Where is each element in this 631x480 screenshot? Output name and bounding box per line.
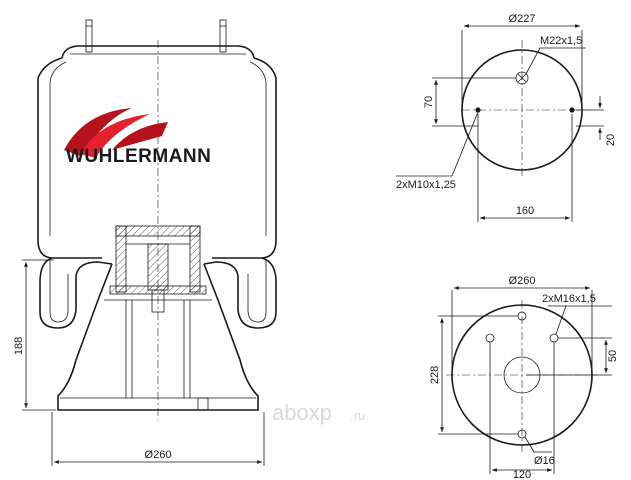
side-view: 188 Ø260 bbox=[13, 19, 277, 466]
hole-diameter-label: Ø16 bbox=[534, 455, 555, 467]
bolt-hole-right bbox=[549, 333, 559, 343]
base-diameter-dimension: Ø260 bbox=[51, 412, 265, 466]
top-studs bbox=[85, 19, 227, 53]
bellows-outline bbox=[37, 57, 277, 259]
height-label: 188 bbox=[13, 337, 25, 355]
bottom-plate-diameter-label: Ø260 bbox=[509, 275, 536, 287]
watermark-suffix: .ru bbox=[350, 408, 365, 423]
height-dimension: 188 bbox=[13, 259, 56, 411]
center-thread-label: M22x1,5 bbox=[540, 35, 582, 47]
watermark: aboxp .ru bbox=[272, 400, 365, 425]
height-228-label: 228 bbox=[429, 366, 441, 384]
top-plate-view: Ø227 M22x1,5 70 20 2xM10x1,25 160 bbox=[396, 13, 617, 222]
offset-20-label: 20 bbox=[605, 134, 617, 146]
brand-name: WUHLERMANN bbox=[66, 146, 211, 167]
offset-50-label: 50 bbox=[607, 350, 619, 362]
bolt-thread-label: 2xM16x1,5 bbox=[542, 293, 596, 305]
rolling-lobe bbox=[39, 257, 277, 329]
hole-spacing-label: 120 bbox=[513, 469, 531, 480]
studs-label: 2xM10x1,25 bbox=[396, 179, 456, 191]
stud-hole-left bbox=[475, 107, 481, 113]
base-diameter-label: Ø260 bbox=[145, 449, 172, 461]
brand-logo: WUHLERMANN bbox=[64, 108, 211, 167]
watermark-text: aboxp bbox=[272, 400, 332, 425]
stud-spacing-label: 160 bbox=[516, 205, 534, 217]
stud-hole-right bbox=[569, 107, 575, 113]
bolt-hole-left bbox=[485, 333, 495, 343]
offset-70-label: 70 bbox=[423, 96, 435, 108]
logo-swoosh-icon bbox=[64, 108, 132, 156]
top-plate-diameter-label: Ø227 bbox=[509, 13, 536, 25]
bottom-plate-view: Ø260 2xM16x1,5 50 228 Ø16 120 bbox=[429, 275, 619, 480]
